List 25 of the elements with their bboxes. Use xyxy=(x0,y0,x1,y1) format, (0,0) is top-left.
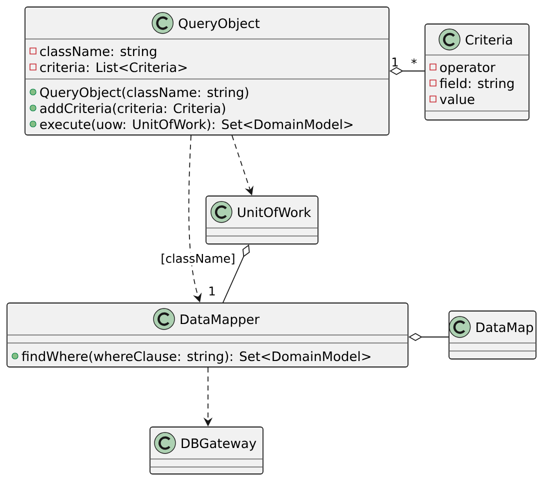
class-name: UnitOfWork xyxy=(238,207,312,218)
member-text: addCriteria(criteria: Criteria) xyxy=(40,103,226,115)
member-text: className: string xyxy=(40,46,156,59)
member-text: operator xyxy=(440,62,496,75)
class-box xyxy=(206,196,318,244)
member-text: value xyxy=(440,94,474,104)
edge-label: [className] xyxy=(160,252,236,266)
member-text: execute(uow: UnitOfWork): Set<DomainModel> xyxy=(40,119,352,131)
multiplicity-label: * xyxy=(411,58,417,64)
class-name: QueryObject xyxy=(178,18,260,31)
class-box xyxy=(6,302,408,368)
multiplicity-label: 1 xyxy=(392,58,398,66)
class-box xyxy=(24,6,390,136)
multiplicity-label: 1 xyxy=(210,286,215,296)
member-text: findWhere(whereClause: string): Set<DomainModel> xyxy=(22,351,370,364)
class-name: DataMap xyxy=(476,322,534,335)
class-box xyxy=(448,310,536,360)
class-name: DataMapper xyxy=(180,314,260,327)
member-text: field: string xyxy=(440,78,514,91)
class-box xyxy=(424,24,530,120)
class-box xyxy=(150,426,264,474)
member-text: criteria: List<Criteria> xyxy=(40,62,187,72)
class-name: Criteria xyxy=(466,34,512,45)
class-name: DBGateway xyxy=(182,438,256,451)
member-text: QueryObject(className: string) xyxy=(40,87,248,100)
